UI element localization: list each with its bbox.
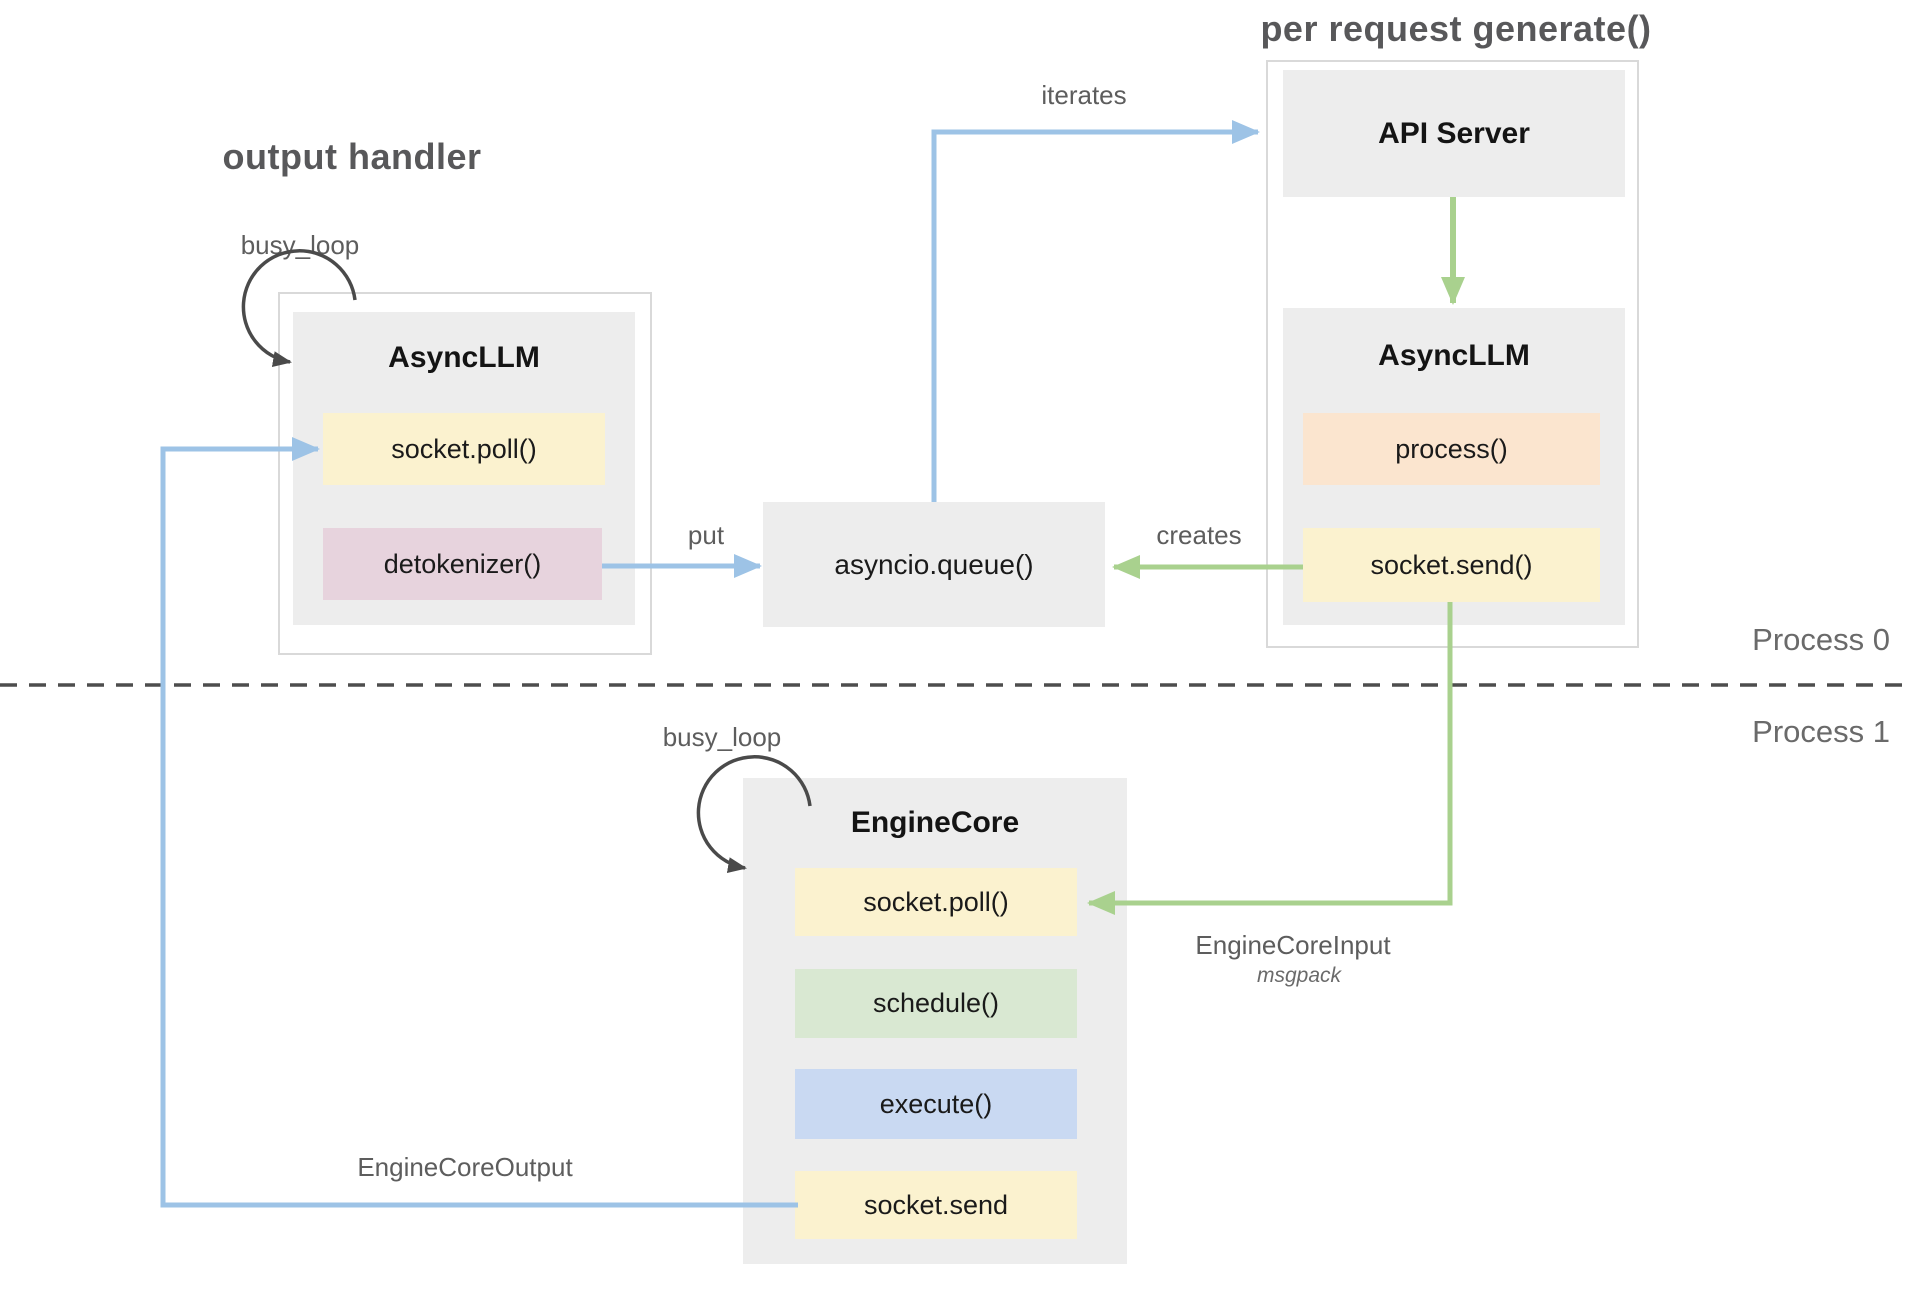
iterates-arrow xyxy=(931,120,1260,502)
busy-loop-label-async: busy_loop xyxy=(240,230,360,260)
method-socket-send-engine: socket.send xyxy=(795,1171,1077,1239)
method-socket-poll-left: socket.poll() xyxy=(323,413,605,485)
process-1-label: Process 1 xyxy=(1752,714,1890,749)
engine-core-input-label: EngineCoreInput xyxy=(1195,930,1391,960)
output-handler-title: output handler xyxy=(222,136,482,177)
method-process: process() xyxy=(1303,413,1600,485)
creates-label: creates xyxy=(1156,520,1242,550)
async-llm-left-title: AsyncLLM xyxy=(388,341,540,374)
iterates-label: iterates xyxy=(1041,80,1127,110)
api-server-node: API Server xyxy=(1283,70,1625,197)
async-llm-right-node: AsyncLLM process() socket.send() xyxy=(1283,308,1625,625)
asyncio-queue-node: asyncio.queue() xyxy=(763,502,1105,627)
engine-core-node: EngineCore socket.poll() schedule() exec… xyxy=(743,778,1127,1264)
method-execute: execute() xyxy=(795,1069,1077,1139)
api-server-title: API Server xyxy=(1378,116,1530,150)
method-schedule: schedule() xyxy=(795,969,1077,1038)
per-request-generate-title: per request generate() xyxy=(1260,8,1652,49)
engine-core-input-encoding-label: msgpack xyxy=(1256,964,1342,987)
async-llm-right-title: AsyncLLM xyxy=(1378,339,1530,372)
engine-core-output-label: EngineCoreOutput xyxy=(357,1152,573,1182)
method-detokenizer: detokenizer() xyxy=(323,528,602,600)
process-0-label: Process 0 xyxy=(1752,622,1890,657)
method-socket-poll-engine: socket.poll() xyxy=(795,868,1077,936)
engine-core-title: EngineCore xyxy=(850,806,1020,839)
method-socket-send-right: socket.send() xyxy=(1303,528,1600,602)
put-label: put xyxy=(687,520,725,550)
async-llm-left-node: AsyncLLM socket.poll() detokenizer() xyxy=(293,312,635,625)
busy-loop-label-engine: busy_loop xyxy=(662,722,782,752)
